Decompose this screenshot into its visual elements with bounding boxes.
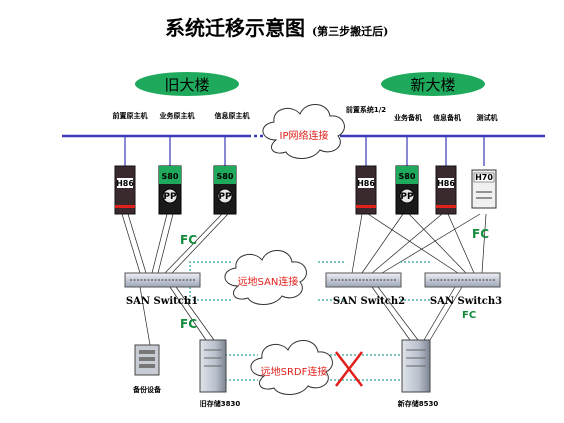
svg-text:PP: PP [400,192,414,202]
ip-network-cloud: IP网络连接 [262,104,345,159]
new-storage-label: 新存储8530 [398,399,439,408]
fc-label-switch1: FC [180,317,197,331]
host-label-test-new: 测试机 [477,113,498,122]
svg-text:H70: H70 [475,173,493,182]
backup-device-label: 备份设备 [132,385,162,394]
host-label-info-old: 信息原主机 [215,111,250,120]
server-biz-old: S80 PP [158,165,182,215]
remote-srdf-label: 远地SRDF连接 [261,365,328,378]
fc-label-old: FC [180,233,197,247]
svg-text:H86: H86 [437,179,455,188]
fc-label-switch3: FC [462,310,476,321]
svg-text:S80: S80 [217,172,234,181]
subtitle-text: (第三步搬迁后) [311,25,389,38]
server-test-new: H70 [471,169,497,209]
old-storage-label: 旧存储3830 [200,399,241,408]
svg-text:PP: PP [218,192,232,202]
san-switch-1: SAN Switch1 [124,272,201,307]
svg-text:S80: S80 [399,172,416,181]
san-switch-2: SAN Switch2 [325,272,405,307]
link-cut-cross-icon [335,351,363,387]
remote-san-cloud: 远地SAN连接 [224,250,307,305]
server-info-old: S80 PP [213,165,237,215]
new-building-label: 新大楼 [410,76,455,94]
server-info-new: H86 [435,165,457,215]
san-switch-1-label: SAN Switch1 [126,296,198,307]
host-label-biz-new: 业务备机 [394,113,422,122]
ip-network-label: IP网络连接 [280,129,329,142]
new-storage: 新存储8530 [398,339,439,408]
san-switch-3-label: SAN Switch3 [430,296,502,307]
host-label-biz-old: 业务原主机 [160,111,195,120]
svg-text:H86: H86 [116,179,134,188]
old-building-label: 旧大楼 [164,76,209,94]
backup-device: 备份设备 [132,344,162,394]
server-front-new: H86 [355,165,377,215]
host-label-info-new: 信息备机 [433,113,461,122]
svg-text:H86: H86 [357,179,375,188]
server-front-old: H86 [114,165,136,215]
server-biz-new: S80 PP [395,165,419,215]
remote-srdf-cloud: 远地SRDF连接 [250,340,333,395]
svg-text:PP: PP [163,192,177,202]
old-storage: 旧存储3830 [199,339,241,408]
diagram-title: 系统迁移示意图 (第三步搬迁后) [165,12,388,41]
old-building: 旧大楼 [135,72,239,96]
host-drop-lines [124,136,485,166]
fc-label-new: FC [472,227,489,241]
svg-text:S80: S80 [162,172,179,181]
new-host-labels: 前置系统1/2 业务备机 信息备机 测试机 [346,105,498,122]
san-switch-3: SAN Switch3 [424,272,502,307]
host-label-front-new: 前置系统1/2 [346,105,386,114]
new-building: 新大楼 [381,72,485,96]
san-switch-2-label: SAN Switch2 [333,296,405,307]
old-host-labels: 前置原主机 业务原主机 信息原主机 [113,111,250,120]
title-text: 系统迁移示意图 [165,16,305,40]
fc-links [121,213,487,346]
host-label-front-old: 前置原主机 [113,111,148,120]
remote-san-label: 远地SAN连接 [238,275,299,288]
